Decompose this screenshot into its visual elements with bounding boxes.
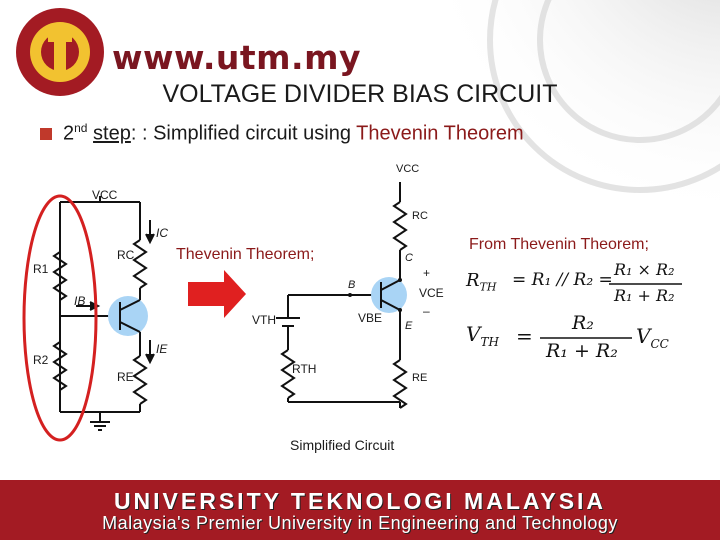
bullet-ordinal-suffix: nd	[74, 121, 88, 135]
thevenin-label: Thevenin Theorem;	[176, 246, 315, 263]
divider-highlight-ellipse	[22, 194, 98, 442]
r1-resistor	[52, 251, 68, 301]
circuit-caption: Simplified Circuit	[290, 437, 395, 453]
site-url[interactable]: www.utm.my	[112, 38, 361, 77]
re-resistor	[132, 355, 148, 405]
transform-arrow	[188, 270, 246, 318]
rc-resistor	[132, 239, 148, 289]
vth-vcc: VCC	[636, 324, 669, 351]
label-plus-vce: +	[423, 266, 431, 280]
r2-resistor	[52, 341, 68, 391]
rth-lhs: RTH	[466, 270, 497, 294]
footer-university-name: UNIVERSITY TEKNOLOGI MALAYSIA	[113, 488, 607, 514]
label-rth: RTH	[292, 362, 317, 376]
label-re-simplified: RE	[412, 372, 428, 384]
label-ie: IE	[156, 342, 168, 356]
equations-heading: From Thevenin Theorem;	[469, 236, 649, 253]
label-vth: VTH	[252, 313, 276, 327]
label-b: B	[348, 279, 356, 291]
label-ic: IC	[156, 226, 168, 240]
rth-numerator: R₁ × R₂	[614, 260, 675, 279]
label-minus-vce: –	[423, 304, 430, 318]
bullet-ordinal: 2	[63, 122, 75, 145]
page-title: VOLTAGE DIVIDER BIAS CIRCUIT	[162, 80, 558, 108]
label-ib: IB	[74, 294, 86, 308]
label-c: C	[405, 252, 413, 264]
circuit-diagram	[22, 182, 682, 442]
label-r1: R1	[33, 262, 49, 276]
bullet-highlight: Thevenin Theorem	[356, 122, 524, 145]
vth-denominator: R₁ + R₂	[546, 340, 618, 362]
vth-equals: =	[516, 324, 533, 348]
label-vcc-simplified: VCC	[396, 163, 420, 175]
utm-logo	[16, 8, 104, 96]
label-re-left: RE	[117, 370, 134, 384]
footer-bar	[0, 480, 720, 540]
rc-resistor-simplified	[392, 201, 408, 251]
gear-background	[410, 0, 720, 270]
rth-denominator: R₁ + R₂	[614, 286, 675, 305]
bullet-text: 2nd step: : Simplified circuit using The…	[63, 121, 524, 146]
label-vbe: VBE	[358, 311, 383, 325]
label-rc-left: RC	[117, 248, 135, 262]
bullet-marker	[40, 128, 52, 140]
bullet-step: step	[93, 122, 131, 145]
rth-parallel: = R₁ // R₂ =	[512, 270, 613, 290]
vth-lhs: VTH	[466, 322, 499, 349]
label-rc-simplified: RC	[412, 210, 428, 222]
label-vcc-left: VCC	[92, 188, 118, 202]
label-vce: VCE	[419, 286, 444, 300]
bullet-mid: : : Simplified circuit using	[130, 122, 351, 145]
vth-numerator: R₂	[572, 312, 594, 334]
transistor-left	[108, 296, 148, 336]
label-e: E	[405, 320, 413, 332]
label-r2: R2	[33, 353, 49, 367]
re-resistor-simplified	[392, 359, 408, 409]
transistor-simplified	[371, 277, 407, 313]
rth-resistor	[280, 349, 296, 399]
footer-tagline: Malaysia's Premier University in Enginee…	[102, 513, 618, 533]
